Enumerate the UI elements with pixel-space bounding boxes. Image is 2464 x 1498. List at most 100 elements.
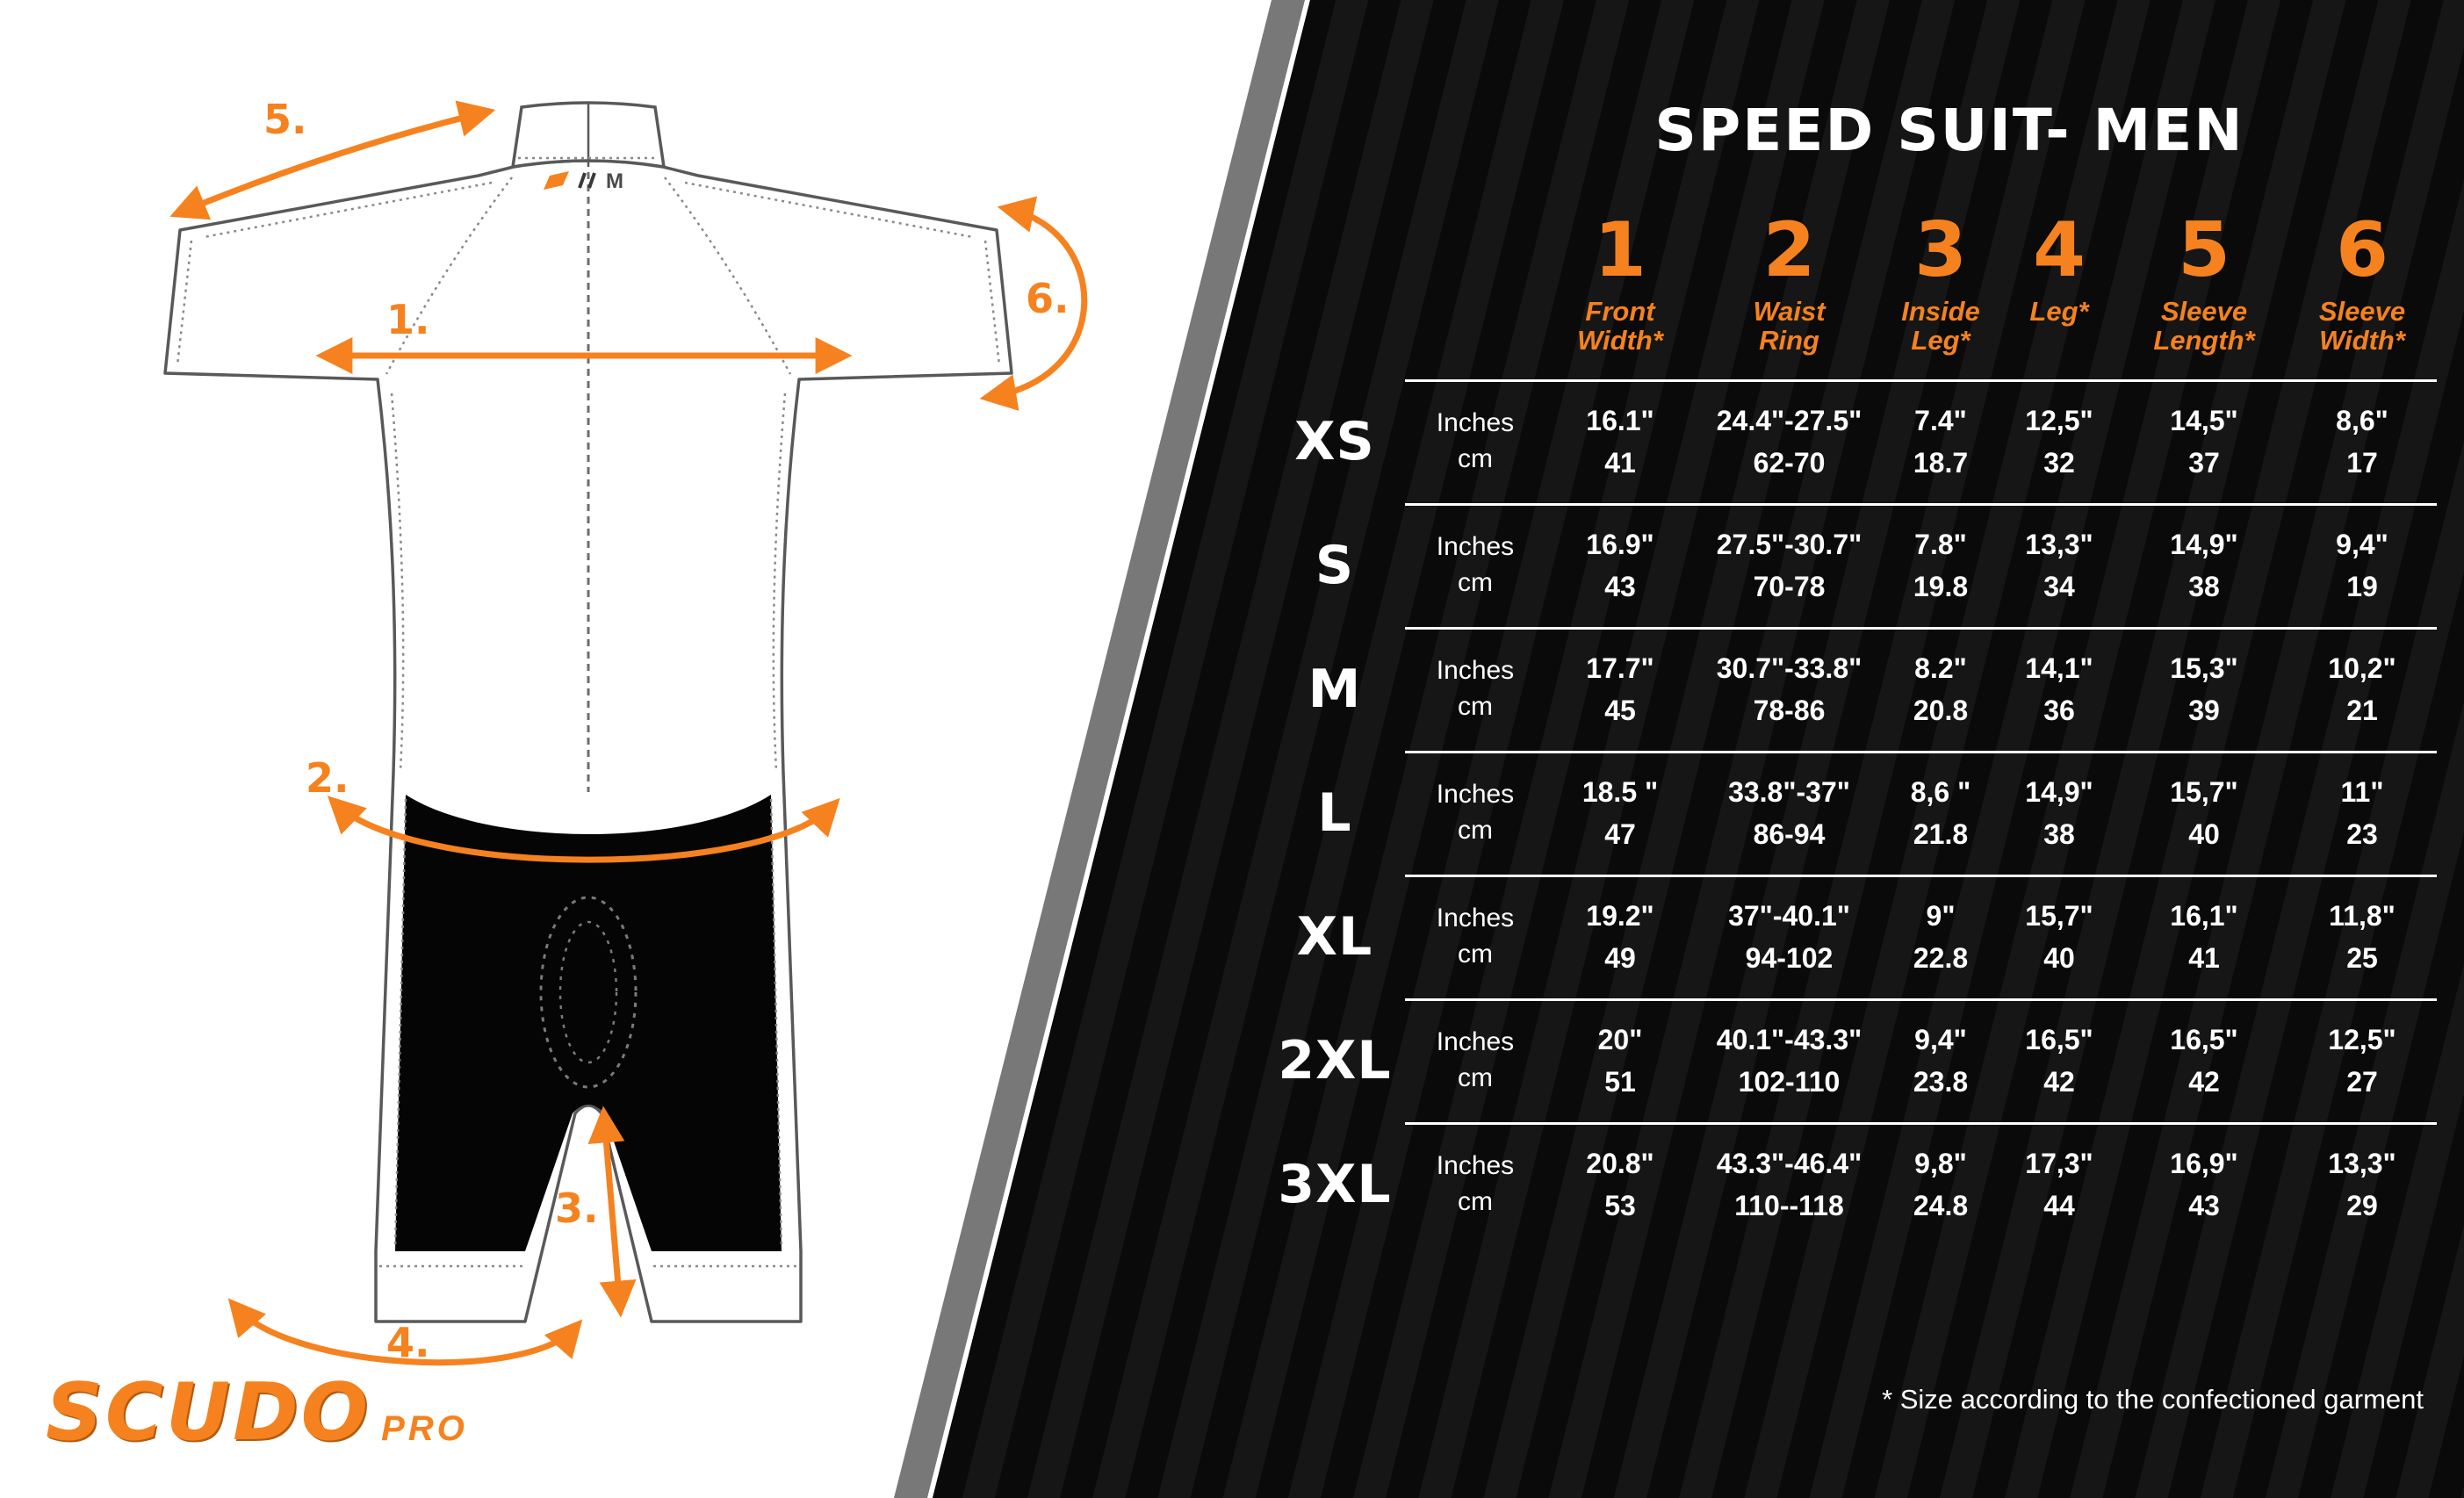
value-cell: 8,6 " 21.8 <box>1884 771 1998 855</box>
cm-value: 25 <box>2346 941 2378 974</box>
inches-value: 10,2" <box>2328 652 2396 684</box>
value-cell: 9,4"19 <box>2287 523 2437 608</box>
value-cell: 20.8"53 <box>1545 1142 1695 1227</box>
cm-value: 51 <box>1604 1065 1636 1098</box>
value-cell: 43.3"-46.4"110--118 <box>1695 1142 1884 1227</box>
column-label: Front Width* <box>1577 296 1663 356</box>
value-cell: 16,5"42 <box>1998 1019 2121 1103</box>
cm-value: 17 <box>2346 446 2378 479</box>
value-cell: 15,3"39 <box>2121 647 2287 731</box>
value-cell: 27.5"-30.7" 70-78 <box>1695 523 1884 608</box>
cm-value: 21.8 <box>1913 817 1969 850</box>
inches-value: 13,3" <box>2025 528 2093 560</box>
header-spacer <box>1405 212 1545 356</box>
inches-value: 24.4"-27.5" <box>1716 404 1862 436</box>
speed-suit-diagram: M 5. 6. 1. 2. 3. 4. <box>163 96 1088 1366</box>
cm-value: 40 <box>2188 817 2220 850</box>
inches-value: 7.8" <box>1914 528 1967 560</box>
value-cell: 8.2" 20.8 <box>1884 647 1998 731</box>
brand-name: SCUDO <box>46 1366 371 1458</box>
cm-value: 86-94 <box>1753 817 1826 850</box>
inches-value: 16.1" <box>1586 404 1654 436</box>
cm-value: 110--118 <box>1734 1189 1844 1221</box>
size-label: M <box>1308 658 1362 720</box>
value-cell: 14,9"38 <box>2121 523 2287 608</box>
cm-value: 19 <box>2346 570 2378 602</box>
cm-value: 36 <box>2043 694 2075 726</box>
value-cell: 14,5"37 <box>2121 400 2287 484</box>
cm-value: 45 <box>1604 694 1636 726</box>
value-cell: 18.5 "47 <box>1545 771 1695 855</box>
inches-value: 19.2" <box>1586 899 1654 932</box>
inches-value: 14,9" <box>2025 775 2093 808</box>
column-label: Waist Ring <box>1753 296 1826 356</box>
cm-value: 43 <box>2188 1189 2220 1221</box>
inches-value: 8,6" <box>2336 404 2388 436</box>
inches-value: 20" <box>1597 1023 1643 1055</box>
size-label: L <box>1317 781 1352 844</box>
cm-value: 38 <box>2043 817 2075 850</box>
seam-lines <box>176 156 1001 1268</box>
brand-suffix: PRO <box>381 1409 468 1448</box>
inches-value: 15,7" <box>2025 899 2093 932</box>
value-cell: 16.1"41 <box>1545 400 1695 484</box>
brand-logo: SCUDO PRO <box>46 1366 468 1458</box>
value-cell: 30.7"-33.8"78-86 <box>1695 647 1884 731</box>
cm-value: 53 <box>1604 1189 1636 1221</box>
value-cell: 16.9"43 <box>1545 523 1695 608</box>
measure-label-5: 5. <box>263 96 306 143</box>
unit-label: Inches <box>1436 1151 1515 1180</box>
column-number: 4 <box>2033 206 2086 294</box>
cm-value: 78-86 <box>1753 694 1826 726</box>
column-number: 3 <box>1914 206 1967 294</box>
cm-value: 20.8 <box>1913 694 1969 726</box>
cm-value: 70-78 <box>1753 570 1826 602</box>
measure-label-6: 6. <box>1026 275 1069 322</box>
inches-value: 14,9" <box>2170 528 2238 560</box>
value-cell: 19.2"49 <box>1545 895 1695 979</box>
size-label: 3XL <box>1278 1153 1392 1215</box>
inches-value: 12,5" <box>2328 1023 2396 1055</box>
cm-value: 39 <box>2188 694 2220 726</box>
column-number: 2 <box>1762 206 1816 294</box>
inches-value: 9,4" <box>1914 1023 1967 1055</box>
chamois-pad-inner <box>558 920 618 1064</box>
value-cell: 11,8"25 <box>2287 895 2437 979</box>
measure-labels: 5. 6. 1. 2. 3. 4. <box>263 96 1069 1366</box>
inches-value: 8.2" <box>1914 652 1967 684</box>
value-cell: 12,5"32 <box>1998 400 2121 484</box>
value-cell: 24.4"-27.5"62-70 <box>1695 400 1884 484</box>
inches-value: 37"-40.1" <box>1728 899 1850 932</box>
measure-arrow-6 <box>979 196 1088 411</box>
unit-label: cm <box>1458 815 1493 845</box>
shorts-black-panel <box>395 795 782 1251</box>
unit-label: Inches <box>1436 656 1515 685</box>
value-cell: 15,7"40 <box>1998 895 2121 979</box>
inches-value: 8,6 " <box>1910 775 1971 808</box>
value-cell: 16,1"41 <box>2121 895 2287 979</box>
garment-size-tag: M <box>606 169 623 193</box>
inches-value: 27.5"-30.7" <box>1716 528 1862 560</box>
cm-value: 42 <box>2188 1065 2220 1098</box>
inches-value: 17.7" <box>1586 652 1654 684</box>
measure-label-2: 2. <box>306 754 349 802</box>
value-cell: 33.8"-37"86-94 <box>1695 771 1884 855</box>
value-cell: 7.8"19.8 <box>1884 523 1998 608</box>
